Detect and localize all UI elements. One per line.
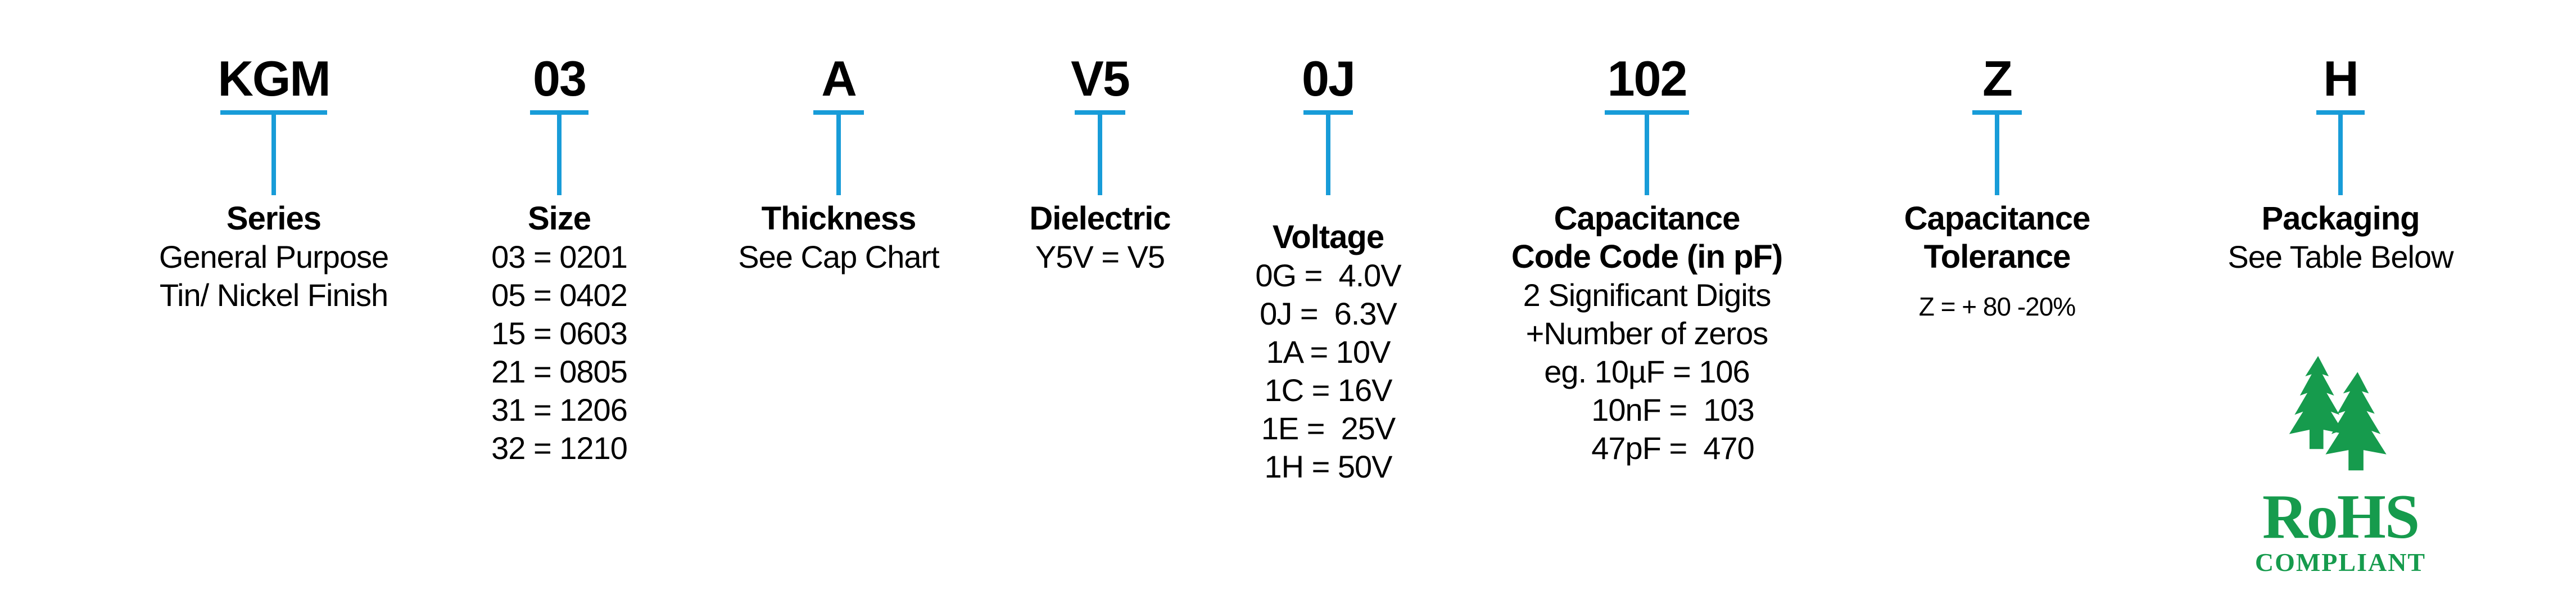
- connector-bar: [220, 110, 327, 115]
- segment-line: 0G = 4.0V: [1255, 258, 1401, 293]
- segment-line: 03 = 0201: [491, 239, 628, 274]
- segment-thickness-code: A: [821, 51, 857, 106]
- rohs-compliant-logo: RoHS COMPLIANT: [2166, 355, 2515, 575]
- segment-line: 15 = 0603: [491, 316, 628, 351]
- segment-line: Z = + 80 -20%: [1918, 292, 2076, 321]
- connector-stem: [2338, 115, 2343, 195]
- connector-stem: [1995, 115, 1999, 195]
- segment-size-code: 03: [533, 51, 587, 106]
- segment-series: KGM Series General Purpose Tin/ Nickel F…: [99, 0, 448, 314]
- connector-stem: [1645, 115, 1649, 195]
- segment-size: 03 Size 03 = 0201 05 = 0402 15 = 0603 21…: [385, 0, 734, 467]
- segment-line: 32 = 1210: [491, 430, 628, 466]
- segment-heading: Voltage: [1272, 219, 1384, 255]
- segment-line: 21 = 0805: [491, 354, 628, 389]
- connector-stem: [557, 115, 562, 195]
- segment-line: 05 = 0402: [491, 277, 628, 313]
- rohs-title: RoHS: [2262, 482, 2420, 552]
- segment-voltage: 0J Voltage 0G = 4.0V 0J = 6.3V 1A = 10V …: [1154, 0, 1502, 486]
- segment-dielectric: V5 Dielectric Y5V = V5: [926, 0, 1274, 276]
- segment-tolerance-description: Capacitance Tolerance Z = + 80 -20%: [1823, 200, 2171, 321]
- segment-capacitance-code-description: Capacitance Code Code (in pF) 2 Signific…: [1473, 200, 1821, 467]
- segment-heading: Capacitance: [1554, 200, 1741, 237]
- segment-heading: Series: [226, 200, 322, 237]
- segment-size-description: Size 03 = 0201 05 = 0402 15 = 0603 21 = …: [385, 200, 734, 467]
- segment-line: +Number of zeros: [1525, 316, 1769, 351]
- pine-trees-icon: [2289, 356, 2387, 471]
- connector-bar: [1075, 110, 1125, 115]
- connector-stem: [271, 115, 276, 195]
- connector-bar: [2316, 110, 2365, 115]
- connector-stem: [1326, 115, 1330, 195]
- segment-capacitance-code-code: 102: [1607, 51, 1688, 106]
- segment-line: 1H = 50V: [1264, 449, 1392, 484]
- connector-bar: [813, 110, 864, 115]
- segment-series-description: Series General Purpose Tin/ Nickel Finis…: [99, 200, 448, 314]
- segment-line: 1E = 25V: [1261, 411, 1396, 446]
- segment-line: 31 = 1206: [491, 392, 628, 428]
- segment-packaging: H Packaging See Table Below RoHS COMPLIA…: [2166, 0, 2515, 575]
- segment-thickness: A Thickness See Cap Chart: [664, 0, 1013, 276]
- connector-bar: [1972, 110, 2022, 115]
- segment-line: eg. 10µF = 106: [1544, 354, 1750, 389]
- segment-series-code: KGM: [218, 51, 331, 106]
- connector-bar: [1303, 110, 1353, 115]
- segment-line: General Purpose: [159, 239, 389, 274]
- segment-line: 2 Significant Digits: [1523, 277, 1772, 313]
- segment-heading: Size: [527, 200, 591, 237]
- segment-heading: Capacitance: [1904, 200, 2091, 237]
- segment-dielectric-code: V5: [1071, 51, 1130, 106]
- segment-tolerance: Z Capacitance Tolerance Z = + 80 -20%: [1823, 0, 2171, 322]
- connector-stem: [1098, 115, 1102, 195]
- segment-heading: Thickness: [761, 200, 917, 237]
- segment-heading: Code Code (in pF): [1511, 238, 1783, 275]
- segment-line: Tin/ Nickel Finish: [159, 277, 388, 313]
- segment-line: See Table Below: [2228, 239, 2453, 274]
- rohs-subtitle: COMPLIANT: [2254, 548, 2426, 577]
- segment-line: 0J = 6.3V: [1260, 296, 1397, 331]
- segment-dielectric-description: Dielectric Y5V = V5: [926, 200, 1274, 276]
- segment-heading: Packaging: [2261, 200, 2420, 237]
- segment-line: Y5V = V5: [1035, 239, 1165, 274]
- segment-voltage-description: Voltage 0G = 4.0V 0J = 6.3V 1A = 10V 1C …: [1154, 218, 1502, 486]
- segment-tolerance-code: Z: [1982, 51, 2013, 106]
- segment-line: 1C = 16V: [1264, 372, 1392, 408]
- segment-capacitance-code: 102 Capacitance Code Code (in pF) 2 Sign…: [1473, 0, 1821, 467]
- segment-line: 47pF = 470: [1591, 430, 1754, 466]
- segment-line: See Cap Chart: [738, 239, 939, 274]
- segment-heading: Dielectric: [1029, 200, 1171, 237]
- segment-packaging-code: H: [2323, 51, 2359, 106]
- connector-bar: [530, 110, 588, 115]
- segment-line: 1A = 10V: [1266, 334, 1391, 370]
- segment-heading: Tolerance: [1923, 238, 2071, 275]
- segment-line: 10nF = 103: [1591, 392, 1754, 428]
- segment-packaging-description: Packaging See Table Below: [2166, 200, 2515, 276]
- segment-voltage-code: 0J: [1302, 51, 1356, 106]
- segment-thickness-description: Thickness See Cap Chart: [664, 200, 1013, 276]
- connector-stem: [836, 115, 841, 195]
- connector-bar: [1605, 110, 1689, 115]
